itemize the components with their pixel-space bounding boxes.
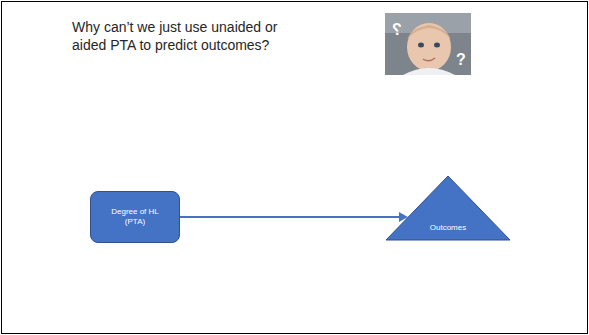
node-label: Outcomes bbox=[430, 223, 466, 233]
question-mark: ? bbox=[392, 22, 402, 38]
node-label: Degree of HL (PTA) bbox=[105, 207, 165, 227]
arrow-connector bbox=[180, 212, 408, 222]
question-mark: ? bbox=[456, 52, 466, 68]
outcome-triangle: Outcomes bbox=[385, 175, 511, 241]
slide-title: Why can’t we just use unaided or aided P… bbox=[72, 18, 302, 54]
triangle-shape bbox=[386, 176, 510, 240]
triangle-text-holder: Outcomes bbox=[385, 223, 511, 233]
process-box: Degree of HL (PTA) bbox=[90, 191, 180, 243]
